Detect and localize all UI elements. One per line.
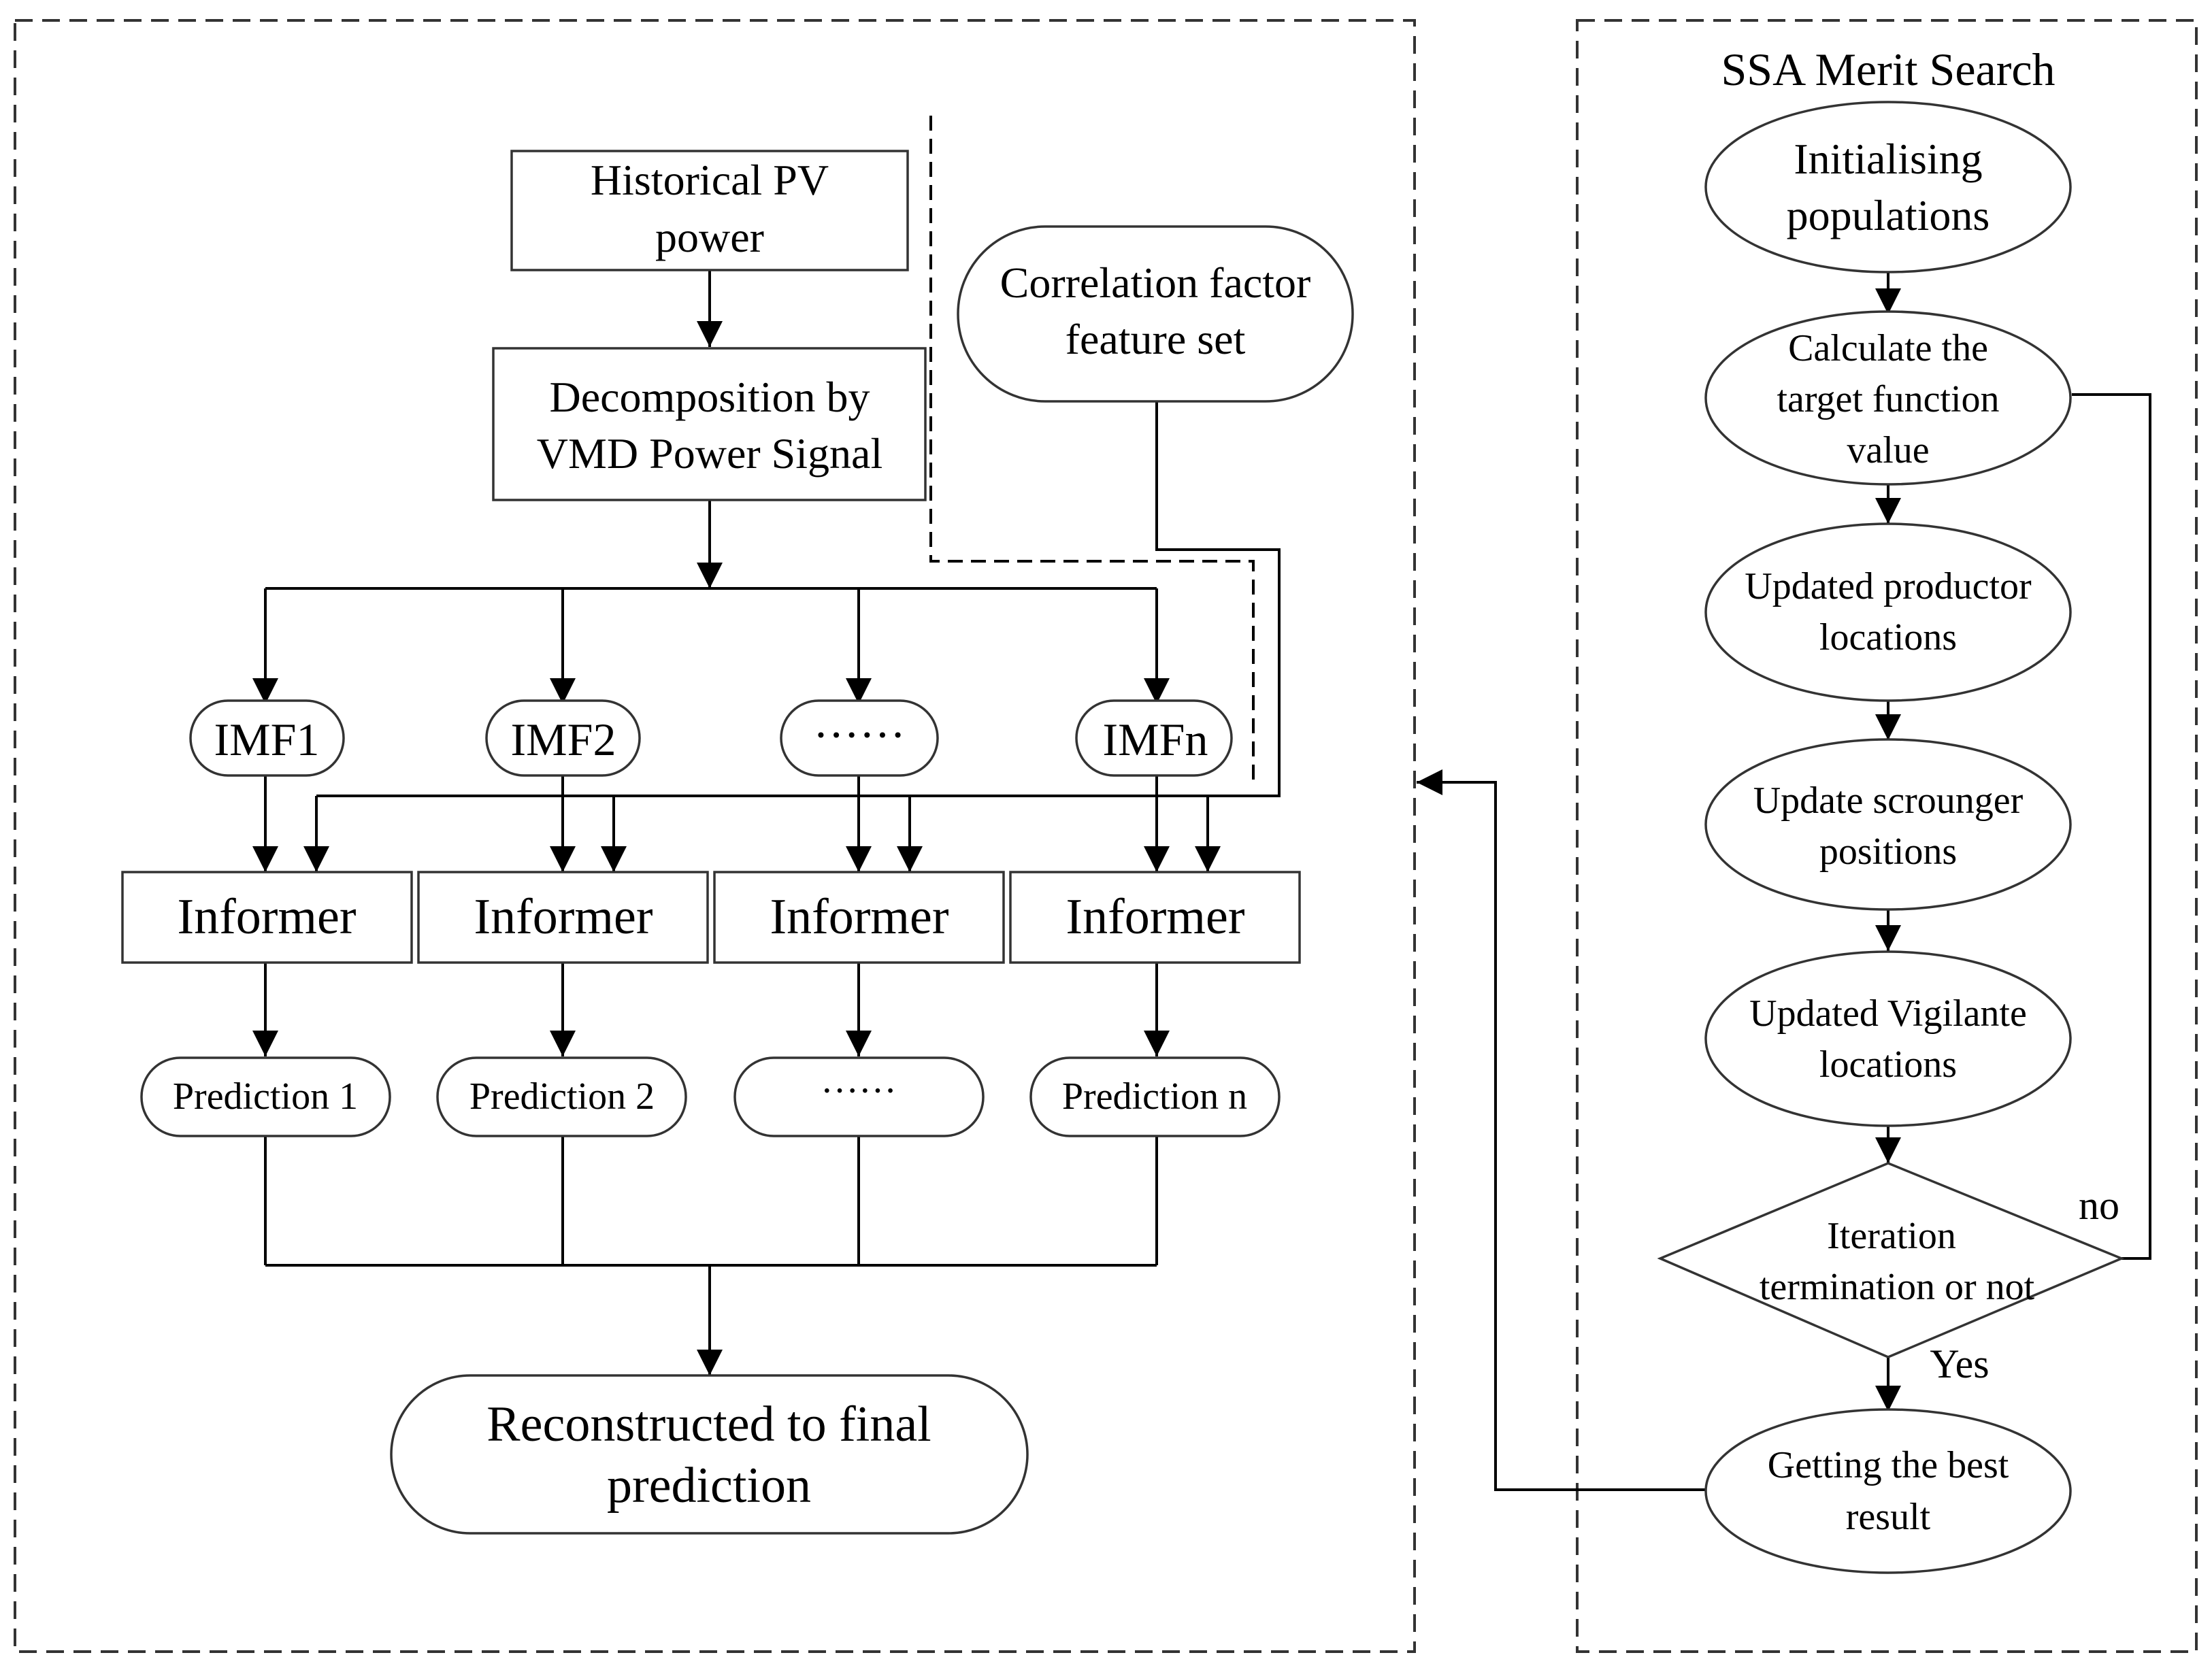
correlation-line2: feature set: [1066, 315, 1246, 363]
calculate-line2: target function: [1777, 378, 1999, 420]
calculate-line1: Calculate the: [1788, 327, 1988, 369]
left-panel-frame: [14, 19, 1416, 1653]
no-branch-label: no: [2079, 1183, 2119, 1228]
decomposition-node: Decomposition by VMD Power Signal: [492, 347, 927, 501]
imf-n-label: IMFn: [1103, 714, 1208, 765]
scrounger-line2: positions: [1819, 831, 1957, 873]
historical-pv-line2: power: [655, 213, 764, 261]
imf-2-label: IMF2: [511, 714, 616, 765]
correlation-feature-node: Correlation factor feature set: [957, 225, 1354, 403]
iteration-decision-node: Iteration termination or not: [1657, 1162, 2125, 1358]
producer-node: Updated productor locations: [1704, 522, 2072, 702]
producer-line1: Updated productor: [1745, 565, 2032, 607]
yes-branch-label: Yes: [1930, 1341, 1989, 1386]
decomposition-line2: VMD Power Signal: [537, 429, 882, 478]
initialising-line1: Initialising: [1794, 135, 1982, 183]
reconstructed-line2: prediction: [607, 1458, 811, 1514]
reconstructed-node: Reconstructed to final prediction: [390, 1374, 1029, 1535]
prediction-2-label: Prediction 2: [469, 1075, 655, 1118]
vigilante-line2: locations: [1819, 1043, 1957, 1086]
imf-row: IMF1 IMF2 ······ IMFn: [189, 699, 1233, 777]
informer-n-label: Informer: [1066, 889, 1245, 945]
decomposition-line1: Decomposition by: [549, 373, 870, 421]
scrounger-line1: Update scrounger: [1753, 780, 2024, 822]
prediction-1-label: Prediction 1: [173, 1075, 358, 1118]
informer-3-label: Informer: [770, 889, 949, 945]
iteration-line2: termination or not: [1760, 1266, 2035, 1308]
imf-1-label: IMF1: [214, 714, 320, 765]
informer-row: Informer Informer Informer Informer: [121, 871, 1301, 964]
prediction-ellipsis-label: ······: [821, 1070, 897, 1112]
correlation-line1: Correlation factor: [1000, 258, 1311, 307]
historical-pv-line1: Historical PV: [591, 156, 829, 204]
scrounger-node: Update scrounger positions: [1704, 738, 2072, 911]
left-connectors: [252, 270, 1281, 1375]
imf-ellipsis-label: ······: [813, 709, 906, 761]
vigilante-line1: Updated Vigilante: [1749, 992, 2027, 1035]
prediction-n-label: Prediction n: [1062, 1075, 1247, 1118]
calculate-node: Calculate the target function value: [1704, 310, 2072, 486]
informer-1-label: Informer: [178, 889, 357, 945]
best-result-line1: Getting the best: [1768, 1444, 2009, 1486]
informer-2-label: Informer: [474, 889, 653, 945]
reconstructed-line1: Reconstructed to final: [486, 1397, 931, 1452]
prediction-row: Prediction 1 Prediction 2 ······ Predict…: [140, 1056, 1281, 1137]
producer-line2: locations: [1819, 616, 1957, 658]
best-result-line2: result: [1846, 1496, 1931, 1538]
initialising-line2: populations: [1787, 191, 1990, 239]
iteration-line1: Iteration: [1827, 1215, 1956, 1257]
right-connectors: [1417, 272, 2151, 1491]
right-panel-frame: [1576, 19, 2198, 1653]
historical-pv-node: Historical PV power: [510, 150, 909, 271]
calculate-line3: value: [1847, 429, 1929, 471]
feature-dashed-boundary: [929, 116, 1255, 782]
best-result-node: Getting the best result: [1704, 1408, 2072, 1574]
ssa-panel-title: SSA Merit Search: [1721, 44, 2055, 95]
vigilante-node: Updated Vigilante locations: [1704, 950, 2072, 1127]
initialising-node: Initialising populations: [1704, 101, 2072, 273]
